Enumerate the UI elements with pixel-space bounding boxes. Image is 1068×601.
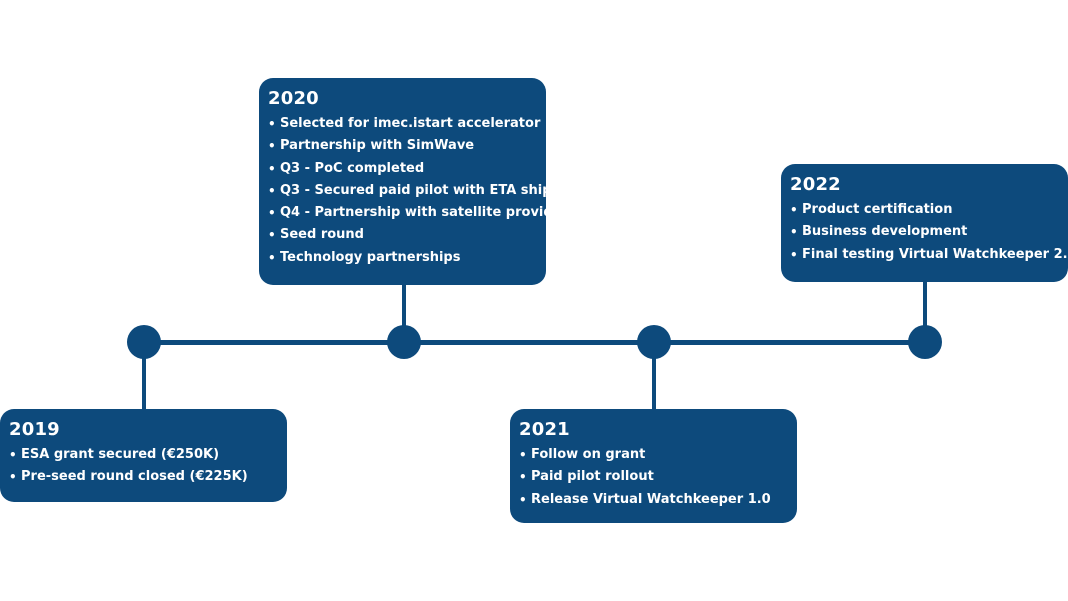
- timeline-dot-2020: [387, 325, 421, 359]
- milestone-item: Selected for imec.istart accelerator: [268, 113, 540, 136]
- timeline-dot-2021: [637, 325, 671, 359]
- milestone-item: Pre-seed round closed (€225K): [9, 466, 277, 489]
- connector-2020: [402, 284, 406, 344]
- milestone-card-2021: 2021 Follow on grant Paid pilot rollout …: [510, 409, 797, 523]
- milestone-list: Product certification Business developme…: [790, 199, 1068, 267]
- milestone-item: Product certification: [790, 199, 1058, 222]
- milestone-item: Q4 - Partnership with satellite provider: [268, 202, 568, 225]
- milestone-item: Q3 - Secured paid pilot with ETA shippin…: [268, 180, 584, 203]
- milestone-card-2020: 2020 Selected for imec.istart accelerato…: [259, 78, 584, 285]
- connector-2021: [652, 342, 656, 410]
- milestone-year: 2020: [268, 88, 319, 109]
- milestone-item: Technology partnerships: [268, 247, 536, 270]
- milestone-item: ESA grant secured (€250K): [9, 444, 277, 467]
- timeline-dot-2022: [908, 325, 942, 359]
- connector-2019: [142, 342, 146, 410]
- milestone-year: 2022: [790, 174, 841, 195]
- milestone-item: Q3 - PoC completed: [268, 158, 536, 181]
- milestone-year: 2019: [9, 419, 60, 440]
- milestone-item: Partnership with SimWave: [268, 135, 536, 158]
- milestone-list: ESA grant secured (€250K) Pre-seed round…: [9, 444, 277, 489]
- timeline-dot-2019: [127, 325, 161, 359]
- milestone-item: Final testing Virtual Watchkeeper 2.0: [790, 244, 1068, 267]
- milestone-card-2022: 2022 Product certification Business deve…: [781, 164, 1068, 282]
- milestone-year: 2021: [519, 419, 570, 440]
- timeline-axis: [144, 340, 925, 345]
- milestone-list: Selected for imec.istart accelerator Par…: [268, 113, 584, 270]
- milestone-card-2019: 2019 ESA grant secured (€250K) Pre-seed …: [0, 409, 287, 502]
- connector-2022: [923, 280, 927, 344]
- milestone-item: Paid pilot rollout: [519, 466, 787, 489]
- milestone-item: Seed round: [268, 224, 536, 247]
- milestone-list: Follow on grant Paid pilot rollout Relea…: [519, 444, 787, 511]
- milestone-item: Business development: [790, 221, 1058, 244]
- milestone-item: Release Virtual Watchkeeper 1.0: [519, 489, 787, 512]
- milestone-item: Follow on grant: [519, 444, 787, 467]
